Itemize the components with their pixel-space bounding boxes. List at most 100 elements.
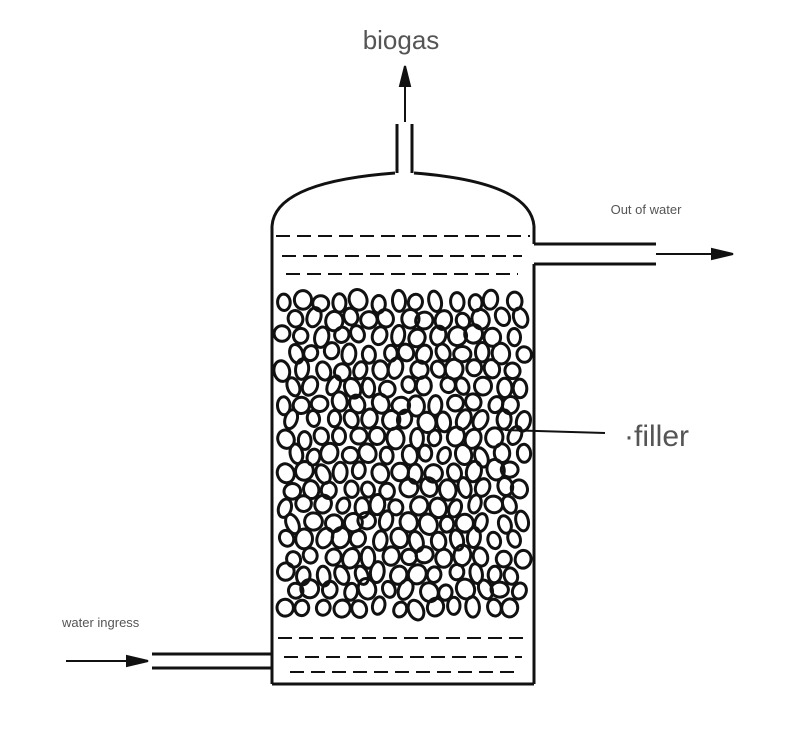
filler-pebble bbox=[333, 325, 351, 344]
filler-pebble bbox=[324, 309, 345, 333]
filler-pebble bbox=[313, 325, 331, 349]
water-inlet-pipe bbox=[152, 652, 272, 670]
filler-pebble bbox=[419, 581, 440, 604]
filler-pebble bbox=[294, 460, 315, 482]
filler-pebble bbox=[360, 344, 377, 365]
filler-pebble bbox=[360, 407, 379, 430]
filler-pebble bbox=[456, 476, 473, 500]
filler-pebble bbox=[387, 498, 405, 517]
filler-pebble bbox=[340, 342, 358, 366]
filler-pebble bbox=[330, 390, 349, 413]
filler-pebble bbox=[342, 376, 363, 400]
filler-pebble bbox=[448, 562, 466, 582]
filler-pebble bbox=[465, 358, 484, 378]
filler-pebble bbox=[348, 528, 367, 549]
filler-pebble bbox=[276, 428, 296, 450]
filler-pebble bbox=[506, 529, 522, 549]
filler-pebble bbox=[360, 376, 377, 399]
water-outlet-pipe bbox=[534, 242, 656, 266]
filler-pebble bbox=[283, 408, 300, 431]
filler-pebble bbox=[464, 459, 483, 484]
filler-pebble bbox=[371, 359, 390, 381]
filler-pebble bbox=[471, 546, 490, 568]
filler-pebble bbox=[396, 578, 415, 601]
filler-pebble bbox=[368, 560, 386, 585]
filler-pebble bbox=[320, 579, 339, 600]
filler-pebble bbox=[510, 581, 528, 601]
filler-pebble bbox=[428, 496, 449, 520]
filler-pebble bbox=[437, 583, 454, 602]
filler-pebble bbox=[343, 581, 359, 602]
filler-pebble bbox=[285, 376, 302, 398]
upper-water-level-lines bbox=[276, 235, 530, 275]
filler-pebble bbox=[474, 341, 491, 364]
filler-pebble bbox=[500, 494, 518, 515]
filler-pebble bbox=[506, 327, 523, 348]
filler-pebble bbox=[481, 288, 500, 311]
filler-pebble bbox=[390, 323, 407, 348]
filler-pebble bbox=[407, 327, 427, 349]
filler-pebble bbox=[326, 408, 343, 429]
filler-pebble bbox=[427, 289, 444, 313]
filler-pebble bbox=[406, 394, 426, 418]
filler-pebble bbox=[438, 478, 458, 502]
filler-pebble bbox=[414, 375, 433, 397]
filler-pebble bbox=[343, 479, 360, 499]
filler-pebble bbox=[472, 375, 494, 397]
filler-pebble bbox=[429, 324, 448, 347]
filler-pebble bbox=[376, 308, 395, 329]
filler-pebble bbox=[314, 598, 332, 617]
filler-pebble bbox=[398, 477, 420, 499]
filler-pebble bbox=[503, 361, 522, 381]
filler-pebble bbox=[473, 446, 490, 469]
filler-pebble bbox=[417, 443, 434, 463]
filler-pebble bbox=[282, 481, 303, 501]
filler-pebble bbox=[325, 374, 343, 397]
filler-pebble bbox=[434, 547, 454, 569]
filler-pebble bbox=[414, 343, 434, 365]
filler-pebble bbox=[499, 460, 520, 479]
filler-pebble bbox=[292, 289, 314, 311]
filler-pebble bbox=[342, 306, 360, 327]
filler-pebble bbox=[465, 526, 482, 549]
filler-pebble bbox=[385, 426, 406, 451]
filler-pebble bbox=[446, 393, 465, 413]
filler-pebble bbox=[464, 392, 483, 412]
filler-pebble bbox=[350, 460, 367, 481]
filler-pebble bbox=[347, 288, 369, 312]
filler-pebble bbox=[436, 446, 452, 465]
filler-pebble bbox=[313, 493, 333, 515]
filler-pebble bbox=[419, 476, 439, 498]
filler-pebble bbox=[272, 324, 292, 343]
filler-pebble bbox=[341, 547, 361, 570]
filler-pebble bbox=[277, 528, 296, 548]
filler-pebble bbox=[342, 408, 360, 430]
filler-pebble bbox=[349, 426, 369, 446]
filler-pebble bbox=[449, 291, 466, 313]
filler-pebble bbox=[514, 509, 531, 533]
filler-pebble bbox=[340, 445, 360, 465]
filler-pebble bbox=[509, 478, 529, 500]
filler-pebble bbox=[353, 564, 370, 586]
filler-pebble bbox=[395, 408, 414, 430]
filler-pebble bbox=[301, 546, 319, 565]
filler-pebble bbox=[294, 357, 311, 381]
filler-pebble bbox=[407, 529, 425, 554]
filler-pebble bbox=[356, 577, 378, 601]
filler-pebble bbox=[335, 496, 352, 515]
filler-pebble bbox=[370, 595, 387, 616]
filler-pebble bbox=[293, 598, 311, 618]
filler-pebble bbox=[352, 360, 369, 381]
filler-pebble bbox=[495, 408, 513, 431]
filler-pebble bbox=[370, 462, 391, 485]
filler-pebble bbox=[493, 306, 512, 328]
filler-pebble bbox=[515, 345, 533, 364]
filler-pebble bbox=[446, 595, 462, 616]
water-ingress-label: water ingress bbox=[61, 615, 140, 630]
filler-pebble bbox=[360, 480, 376, 499]
filler-pebble bbox=[285, 550, 303, 569]
filler-pebble bbox=[275, 395, 292, 417]
filler-pebble bbox=[500, 394, 520, 416]
filler-pebble bbox=[494, 549, 513, 569]
filler-pebble bbox=[291, 326, 310, 345]
